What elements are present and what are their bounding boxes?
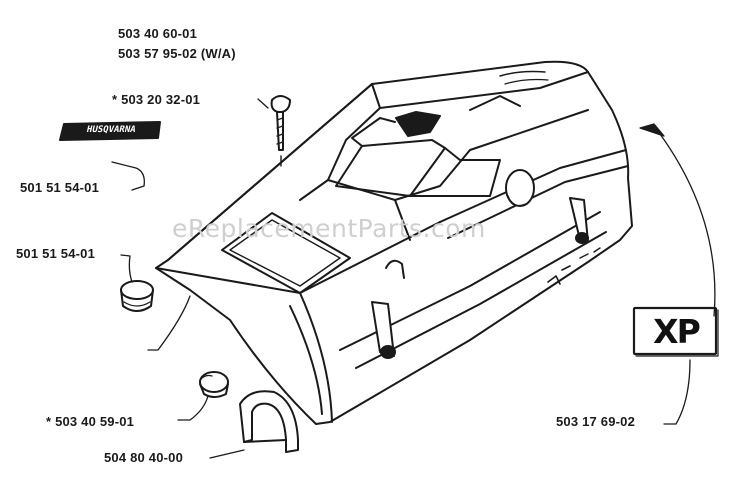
- leader-lines: [111, 98, 716, 459]
- cylinder-cover: [155, 60, 633, 425]
- part-label-503-40-60-01: 503 40 60-01: [118, 26, 198, 41]
- part-label-503-17-69-02: 503 17 69-02: [556, 414, 636, 429]
- xp-badge-box: [632, 306, 719, 357]
- xp-badge-text: XP: [653, 312, 701, 351]
- part-label-504-80-40-00: 504 80 40-00: [104, 450, 184, 465]
- screw: [270, 95, 291, 167]
- part-label-501-51-54-01-plug: 501 51 54-01: [16, 246, 96, 261]
- gasket: [239, 390, 299, 453]
- rubber-plug: [120, 280, 154, 312]
- part-label-503-57-95-02: 503 57 95-02 (W/A): [118, 46, 236, 61]
- watermark: eReplacementParts.com: [172, 214, 486, 243]
- decal-text: HUSQVARNA: [85, 125, 137, 135]
- small-plug: [199, 371, 229, 398]
- part-label-503-20-32-01: * 503 20 32-01: [112, 92, 201, 107]
- part-label-501-51-54-01-decal: 501 51 54-01: [20, 180, 100, 195]
- part-label-503-40-59-01: * 503 40 59-01: [46, 414, 135, 429]
- decal-strip: [59, 121, 161, 141]
